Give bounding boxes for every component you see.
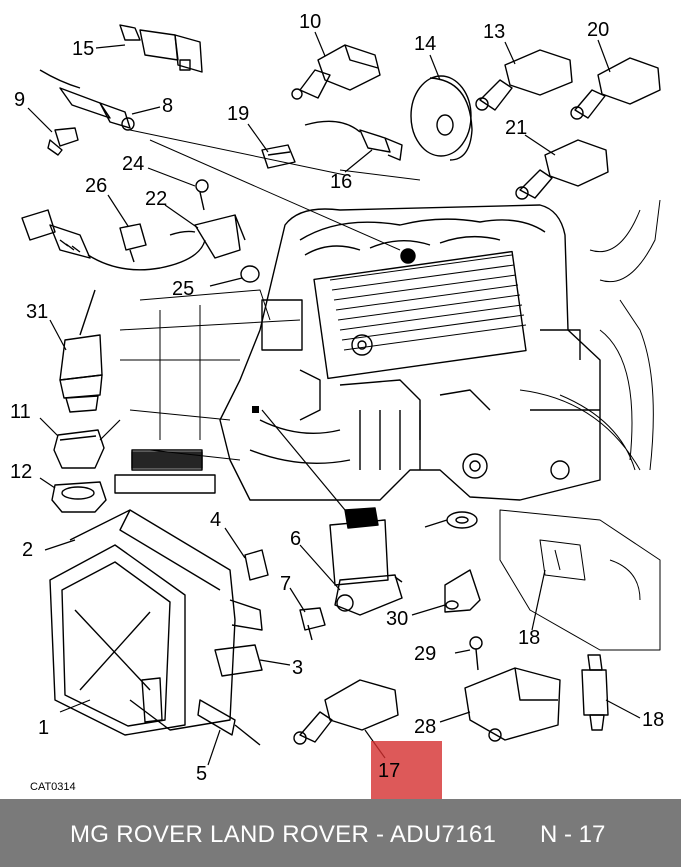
callout-23: 22 xyxy=(145,188,167,210)
callout-3: 3 xyxy=(292,657,303,679)
part-8-sensor xyxy=(39,69,135,131)
callout-8: 8 xyxy=(162,95,173,117)
callout-18: 18 xyxy=(642,709,664,731)
callout-15: 15 xyxy=(72,38,94,60)
part-20-clip xyxy=(261,144,296,169)
engine-block xyxy=(219,204,601,501)
part-15-sensor xyxy=(119,24,203,73)
part-26-sensor xyxy=(119,223,147,263)
part-10-sensor xyxy=(291,44,381,100)
callout-25: 25 xyxy=(172,278,194,300)
part-23-sensor xyxy=(169,214,246,259)
leader-lines xyxy=(27,31,641,766)
callout-28: 29 xyxy=(414,643,436,665)
footer-title: MG ROVER LAND ROVER - ADU7161 xyxy=(70,821,497,848)
part-7-bolt xyxy=(299,607,326,641)
callout-29: 30 xyxy=(386,608,408,630)
callout-20: 19 xyxy=(227,103,249,125)
callout-27: 28 xyxy=(414,716,436,738)
lambda-sensor xyxy=(21,209,206,271)
callout-14: 14 xyxy=(414,33,436,55)
callout-16: 16 xyxy=(330,171,352,193)
part-3-pad xyxy=(214,644,263,677)
callout-11: 11 xyxy=(10,401,31,423)
part-27-sensor xyxy=(464,667,561,742)
catalog-code: CAT0314 xyxy=(30,781,76,793)
part-21-sensor xyxy=(570,57,661,120)
callout-30: 31 xyxy=(26,301,48,323)
part-13-sensor xyxy=(475,49,573,111)
part-1-ecu xyxy=(49,544,186,736)
part-29-bracket xyxy=(444,569,481,613)
part-31-washer xyxy=(446,511,478,529)
callout-17-highlighted: 17 xyxy=(378,760,401,782)
callout-13: 13 xyxy=(483,21,505,43)
part-14-washer xyxy=(410,75,473,161)
part-28-bolt xyxy=(469,636,483,671)
part-6-sensor xyxy=(329,507,403,616)
part-11-nut xyxy=(53,429,105,469)
callout-labels: 15 9 8 10 14 13 20 19 21 16 24 26 22 25 … xyxy=(10,11,664,793)
callout-9: 9 xyxy=(14,89,25,111)
footer-bar: MG ROVER LAND ROVER - ADU7161 N - 17 xyxy=(0,799,681,867)
callout-24: 24 xyxy=(122,153,144,175)
callout-1: 1 xyxy=(38,717,49,739)
part-16-sensor xyxy=(304,120,403,161)
callout-4: 4 xyxy=(210,509,221,531)
part-12-nut xyxy=(51,481,107,513)
callout-5: 5 xyxy=(196,763,207,785)
part-2-bracket xyxy=(69,449,263,731)
wiring-harness xyxy=(119,129,661,471)
callout-19: 18 xyxy=(518,627,540,649)
part-5-sleeve xyxy=(197,699,261,746)
part-4-clip xyxy=(244,549,269,581)
part-19-assembly xyxy=(499,509,661,651)
callout-26: 26 xyxy=(85,175,107,197)
parts-diagram: 15 9 8 10 14 13 20 19 21 16 24 26 22 25 … xyxy=(10,11,664,793)
callout-21: 20 xyxy=(587,19,609,41)
part-22-sensor xyxy=(515,139,609,200)
callout-2: 2 xyxy=(22,539,33,561)
footer-page-code: N - 17 xyxy=(540,821,606,848)
callout-22: 21 xyxy=(505,117,527,139)
part-9-bolt xyxy=(47,127,79,156)
part-17-sensor xyxy=(293,679,399,745)
callout-7: 7 xyxy=(280,573,291,595)
callout-10: 10 xyxy=(299,11,321,33)
callout-12: 12 xyxy=(10,461,32,483)
part-18-sensor xyxy=(581,654,609,731)
part-25-oring xyxy=(240,265,260,283)
callout-6: 6 xyxy=(290,528,301,550)
part-24-bolt xyxy=(195,179,209,211)
part-30-sensor xyxy=(59,289,103,413)
